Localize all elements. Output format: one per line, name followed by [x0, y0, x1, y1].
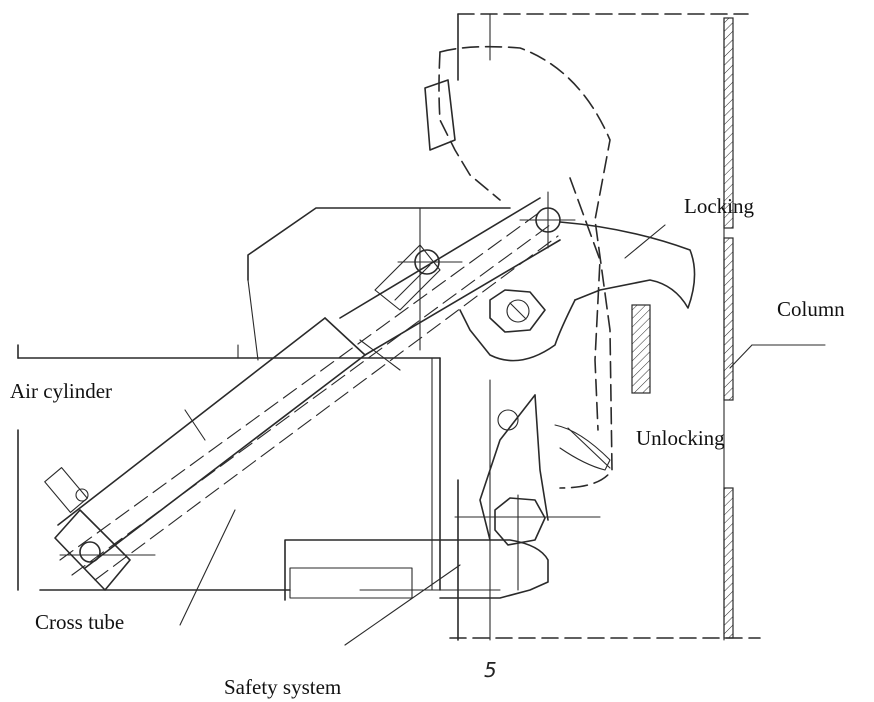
label-locking: Locking [684, 194, 754, 218]
label-cross-tube: Cross tube [35, 610, 125, 634]
carriage-frame [424, 13, 761, 641]
label-unlocking: Unlocking [636, 426, 725, 450]
cross-tube-box [17, 344, 549, 601]
leader-cross-tube [179, 509, 236, 626]
stop-block [631, 304, 651, 394]
label-air-cylinder: Air cylinder [10, 379, 113, 403]
cylinder-base-mount [44, 467, 156, 591]
unlocking-arm [554, 424, 611, 471]
leader-locking [624, 224, 666, 259]
label-column: Column [777, 297, 845, 321]
safety-system-lever [454, 394, 601, 591]
locking-hook [459, 221, 696, 362]
leader-unlocking [567, 427, 611, 469]
column-bar [723, 17, 734, 641]
air-cylinder [57, 197, 561, 581]
label-safety-system: Safety system [224, 675, 342, 699]
upper-housing [247, 207, 511, 361]
figure-number: 5 [484, 658, 497, 682]
leader-column [729, 344, 753, 369]
leader-safety [344, 564, 461, 646]
